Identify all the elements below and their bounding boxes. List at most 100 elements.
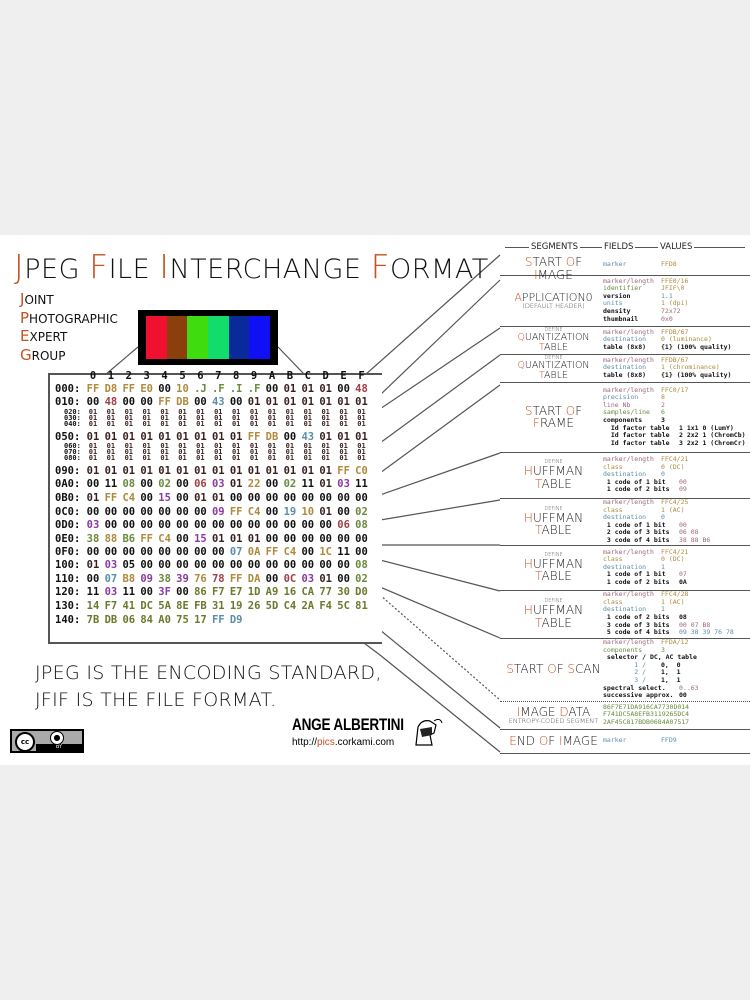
field-row: 2AF45C817BDB0684A07517 — [603, 718, 689, 727]
hex-byte: 01 — [231, 454, 241, 462]
field-value: 09 — [679, 485, 687, 494]
hex-byte: 00 — [104, 519, 118, 531]
segment-subtitle: ENTROPY-CODED SEGMENT — [508, 717, 599, 726]
hex-byte: 00 — [86, 396, 100, 408]
field-value: 1, 1 — [661, 676, 681, 685]
hex-byte: 00 — [337, 383, 350, 395]
field-value: 0 (luminance) — [661, 335, 712, 344]
hex-byte: 00 — [247, 519, 261, 531]
hex-byte: 01 — [142, 408, 151, 416]
hex-byte: 05 — [122, 559, 136, 571]
hex-byte: 01 — [231, 448, 241, 456]
segment-word-initial: T — [535, 569, 542, 584]
segment-word-initial: T — [535, 476, 542, 491]
field-name: 3 code of 3 bits — [603, 620, 670, 629]
hex-byte: 01 — [229, 478, 243, 490]
author-name: ANGE ALBERTINI — [292, 715, 404, 734]
column-label: C — [304, 370, 311, 382]
hex-byte: 01 — [176, 431, 189, 443]
segment-word-initial: F — [533, 416, 540, 431]
field-name: marker/length — [603, 547, 654, 556]
field-value: FFDB/67 — [661, 355, 689, 364]
segment-word-initial: S — [524, 403, 533, 418]
field-name: components — [603, 415, 643, 424]
hex-byte: 00 — [229, 559, 243, 571]
hex-byte: 01 — [303, 442, 313, 450]
hex-byte: 01 — [339, 420, 348, 428]
hex-byte: 01 — [196, 454, 205, 462]
column-label: 9 — [250, 370, 258, 382]
hex-byte: 1C — [319, 546, 333, 558]
hex-byte: 01 — [303, 414, 313, 422]
field-name: 1 code of 1 bit — [603, 570, 666, 579]
hex-byte: 01 — [319, 465, 333, 477]
url-suffix: .corkami.com — [334, 737, 395, 748]
hex-byte: 01 — [321, 454, 330, 462]
hex-byte: 01 — [106, 414, 116, 422]
hex-byte: 01 — [124, 408, 134, 416]
hex-byte: 00 — [229, 519, 243, 531]
hex-byte: 01 — [88, 454, 98, 462]
hex-byte: 0A — [247, 546, 261, 558]
hex-byte: DB — [176, 396, 189, 408]
hex-byte: FF — [229, 506, 243, 518]
segment-word: SCAN — [567, 662, 601, 676]
hex-byte: DB — [265, 431, 279, 443]
column-label: 0 — [89, 370, 97, 382]
field-value: FFC4/21 — [661, 547, 689, 556]
field-name: marker/length — [603, 327, 654, 336]
column-label: 1 — [107, 370, 115, 382]
hex-byte: 0C — [283, 573, 297, 585]
field-value: 00 — [679, 520, 687, 529]
segment-word: HUFFMAN — [523, 556, 584, 571]
hex-byte: 01 — [142, 414, 151, 422]
hex-byte: 00 — [265, 478, 279, 490]
cc-by-license-badge[interactable]: BY cc ● — [10, 729, 84, 753]
segment-word: OF — [538, 733, 556, 748]
hex-byte: 00 — [229, 492, 243, 504]
hex-byte: 06 — [194, 478, 207, 490]
url-prefix: http:// — [292, 737, 318, 748]
hex-byte: C4 — [283, 546, 297, 558]
field-row: successive approx.00 — [603, 691, 699, 700]
field-row: F741DC5A8EFB3119265DC4 — [603, 710, 689, 719]
hex-byte: 00 — [104, 506, 118, 518]
author-url[interactable]: http://pics.corkami.com — [292, 737, 394, 749]
hex-byte: 01 — [160, 420, 169, 428]
field-value: 0A — [679, 577, 687, 586]
field-row: 86F7E71DA916CA7730D014 — [603, 703, 689, 712]
hex-byte: 00 — [265, 533, 279, 545]
segment-name: START OF IMAGE — [506, 256, 601, 281]
hex-byte: 00 — [265, 383, 279, 395]
segment-prefix: DEFINE — [544, 551, 563, 558]
field-value: 1 (AC) — [661, 505, 685, 514]
hex-byte: DB — [104, 614, 118, 626]
column-label: 3 — [143, 370, 150, 382]
field-name: class — [603, 505, 623, 514]
swatch-color — [249, 316, 271, 359]
segment-name: END OF IMAGE — [506, 733, 601, 748]
hex-byte: 11 — [301, 478, 315, 490]
hex-byte: D8 — [104, 383, 118, 395]
segment-word-initial: Q — [517, 331, 525, 343]
hex-byte: 00 — [86, 546, 100, 558]
hex-byte: 01 — [231, 442, 241, 450]
field-name: Id factor table — [603, 423, 670, 432]
hex-byte: 00 — [176, 519, 189, 531]
hex-offset: 090: — [55, 465, 81, 477]
hex-byte: 00 — [194, 546, 207, 558]
hex-byte: F4 — [319, 600, 333, 612]
hex-byte: C4 — [247, 506, 261, 518]
field-name: marker/length — [603, 276, 654, 285]
